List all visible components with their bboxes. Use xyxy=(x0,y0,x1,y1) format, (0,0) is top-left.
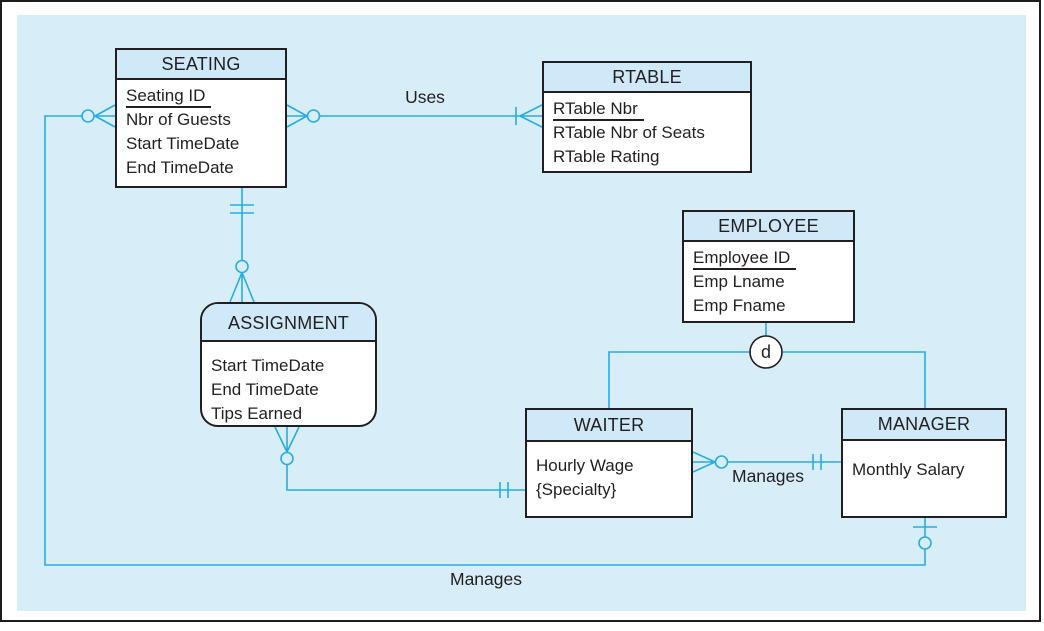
optional-circle-icon xyxy=(280,451,294,466)
attribute: Emp Lname xyxy=(693,272,785,291)
connector-manages-waiter xyxy=(692,451,841,473)
attribute-primary-key: RTable Nbr xyxy=(553,97,746,121)
entity-employee-name: EMPLOYEE xyxy=(684,212,853,242)
connector-supertype-subtype xyxy=(608,323,926,408)
entity-seating-name: SEATING xyxy=(117,50,285,80)
subtype-line-waiter xyxy=(608,351,750,408)
entity-manager: MANAGER Monthly Salary xyxy=(841,408,1007,518)
attribute: End TimeDate xyxy=(126,158,234,177)
attribute: {Specialty} xyxy=(536,480,617,499)
connector-seating-assignment xyxy=(229,188,255,303)
entity-waiter: WAITER Hourly Wage {Specialty} xyxy=(525,408,693,518)
optional-circle-icon xyxy=(81,109,95,123)
subtype-line-manager xyxy=(782,351,926,408)
entity-waiter-name: WAITER xyxy=(527,410,691,442)
attribute-primary-key: Seating ID xyxy=(126,84,281,108)
entity-assignment: ASSIGNMENT Start TimeDate End TimeDate T… xyxy=(200,302,377,427)
optional-circle-icon xyxy=(918,536,932,550)
relationship-label-uses: Uses xyxy=(405,87,445,107)
optional-circle-icon xyxy=(235,259,249,274)
attribute: Hourly Wage xyxy=(536,456,634,475)
relationship-line xyxy=(286,464,525,491)
connector-uses xyxy=(286,104,543,128)
crow-foot-icon xyxy=(94,104,116,128)
entity-seating: SEATING Seating ID Nbr of Guests Start T… xyxy=(115,48,287,188)
relationship-label-manages-seating: Manages xyxy=(450,569,522,589)
relationship-line xyxy=(44,115,926,566)
entity-rtable: RTABLE RTable Nbr RTable Nbr of Seats RT… xyxy=(542,61,752,173)
crow-foot-icon xyxy=(692,451,716,473)
entity-employee: EMPLOYEE Employee ID Emp Lname Emp Fname xyxy=(682,210,855,323)
attribute: Tips Earned xyxy=(211,404,303,423)
crow-foot-icon xyxy=(274,426,300,453)
attribute: End TimeDate xyxy=(211,380,319,399)
optional-circle-icon xyxy=(306,109,321,123)
relationship-label-manages-waiter: Manages xyxy=(732,466,804,486)
attribute: Start TimeDate xyxy=(126,134,240,153)
entity-manager-name: MANAGER xyxy=(843,410,1005,441)
attribute: RTable Rating xyxy=(553,147,660,166)
crow-foot-icon xyxy=(229,272,255,303)
attribute: Monthly Salary xyxy=(852,460,965,479)
connector-assignment-waiter xyxy=(274,426,525,498)
disjoint-subtype-circle-icon xyxy=(749,335,783,369)
connector-manages-seating xyxy=(44,104,937,566)
entity-assignment-name: ASSIGNMENT xyxy=(202,304,375,342)
entity-rtable-name: RTABLE xyxy=(544,63,750,93)
attribute: Emp Fname xyxy=(693,296,786,315)
attribute: Start TimeDate xyxy=(211,356,325,375)
attribute: RTable Nbr of Seats xyxy=(553,123,705,142)
disjoint-subtype-label: d xyxy=(760,342,771,362)
crow-foot-icon xyxy=(519,104,543,128)
attribute: Nbr of Guests xyxy=(126,110,231,129)
crow-foot-icon xyxy=(286,104,308,128)
attribute-primary-key: Employee ID xyxy=(693,246,849,270)
